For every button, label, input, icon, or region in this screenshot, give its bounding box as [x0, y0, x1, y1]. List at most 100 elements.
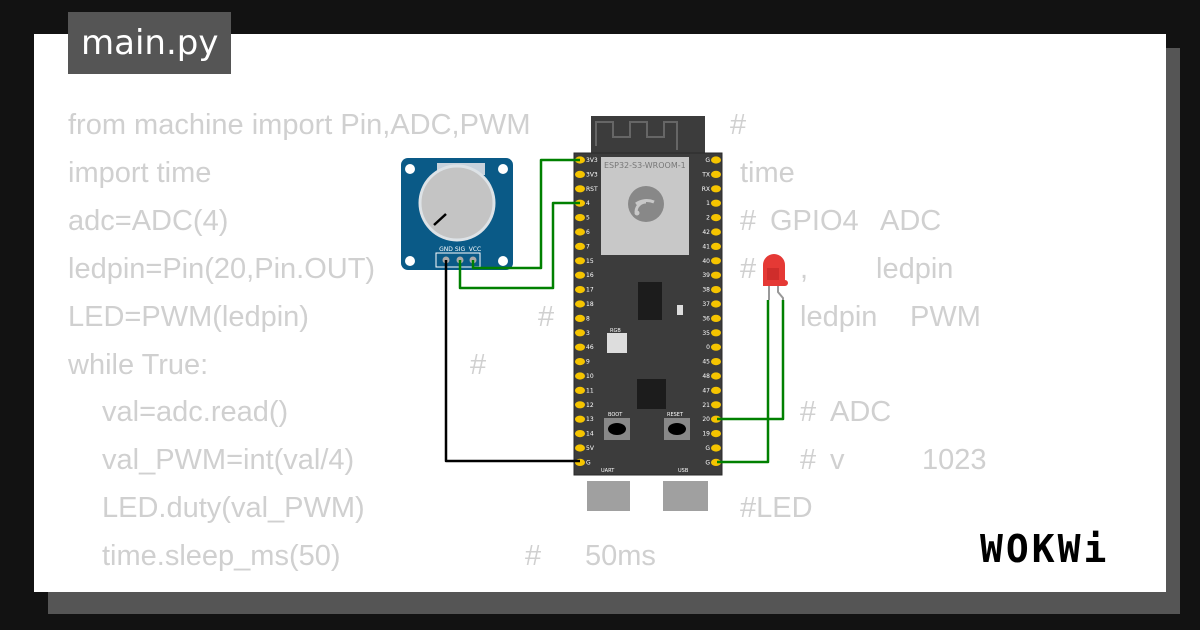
- pin-right[interactable]: [711, 444, 721, 452]
- pin-right[interactable]: [711, 415, 721, 423]
- pin-right[interactable]: [711, 242, 721, 250]
- pin-label: 2: [706, 215, 710, 222]
- pin-left[interactable]: [575, 228, 585, 236]
- pin-left[interactable]: [575, 185, 585, 193]
- pin-label: RX: [702, 186, 710, 193]
- espressif-logo-icon: [628, 186, 664, 222]
- code-text: while True:: [68, 349, 209, 381]
- pin-left[interactable]: [575, 358, 585, 366]
- pin-label: 10: [586, 373, 594, 380]
- module-label: ESP32-S3-WROOM-1: [604, 161, 686, 170]
- pin-right[interactable]: [711, 458, 721, 466]
- code-text: LED.duty(val_PWM): [102, 492, 365, 524]
- rgb-led: [607, 333, 627, 353]
- pot-pin-sig: SIG: [455, 246, 466, 253]
- pot-knob[interactable]: [418, 164, 496, 242]
- code-text: time.sleep_ms(50): [102, 540, 341, 572]
- code-comment: #LED: [740, 492, 813, 524]
- pin-label: 0: [706, 344, 710, 351]
- red-led[interactable]: [763, 254, 788, 300]
- code-text: import time: [68, 157, 212, 189]
- pin-left[interactable]: [575, 386, 585, 394]
- pin-label: 16: [586, 272, 594, 279]
- pin-left[interactable]: [575, 415, 585, 423]
- pin-label: 3: [586, 330, 590, 337]
- pin-right[interactable]: [711, 386, 721, 394]
- code-comment: ADC: [830, 396, 892, 428]
- pin-label: 19: [702, 431, 710, 438]
- wire-vcc-3v3[interactable]: [471, 158, 580, 270]
- pin-right[interactable]: [711, 271, 721, 279]
- wire-gpio20-led[interactable]: [717, 300, 785, 421]
- pin-left[interactable]: [575, 343, 585, 351]
- code-comment: #: [525, 540, 542, 572]
- pin-label: 4: [586, 200, 590, 207]
- wire-gnd-led[interactable]: [717, 300, 770, 464]
- pin-right[interactable]: [711, 372, 721, 380]
- pin-right[interactable]: [711, 300, 721, 308]
- code-line: ledpin=Pin(20,Pin.OUT) # , ledpin: [34, 245, 1166, 293]
- code-line: adc=ADC(4) # GPIO4 ADC: [34, 197, 1166, 245]
- pin-right[interactable]: [711, 343, 721, 351]
- pin-right[interactable]: [711, 199, 721, 207]
- code-line: val_PWM=int(val/4) # v 1023: [34, 436, 1166, 484]
- pin-right[interactable]: [711, 257, 721, 265]
- code-comment: ADC: [880, 205, 942, 237]
- code-text: LED=PWM(ledpin): [68, 301, 309, 333]
- pin-label: G: [586, 459, 591, 466]
- wire-sig-gpio4[interactable]: [458, 201, 580, 290]
- pin-left[interactable]: [575, 314, 585, 322]
- pin-right[interactable]: [711, 314, 721, 322]
- code-background: from machine import Pin,ADC,PWM # import…: [34, 34, 1166, 592]
- pin-right[interactable]: [711, 401, 721, 409]
- pin-left[interactable]: [575, 444, 585, 452]
- pin-label: 14: [586, 431, 594, 438]
- code-comment: 1023: [922, 444, 987, 476]
- pin-right[interactable]: [711, 170, 721, 178]
- pin-right[interactable]: [711, 430, 721, 438]
- pin-label: 3V3: [586, 157, 598, 164]
- code-comment: #: [538, 301, 555, 333]
- pin-right[interactable]: [711, 286, 721, 294]
- esp32-s3-board[interactable]: ESP32-S3-WROOM-1 RGB BOOT RESET UART USB…: [573, 116, 723, 511]
- code-text: from machine import Pin,ADC,PWM: [68, 109, 531, 141]
- pin-label: 38: [702, 287, 710, 294]
- pin-left[interactable]: [575, 271, 585, 279]
- code-text: ledpin=Pin(20,Pin.OUT): [68, 253, 376, 285]
- pin-left[interactable]: [575, 372, 585, 380]
- pin-label: 36: [702, 315, 710, 322]
- pin-left[interactable]: [575, 257, 585, 265]
- pin-left[interactable]: [575, 329, 585, 337]
- pin-left[interactable]: [575, 214, 585, 222]
- code-comment: PWM: [910, 301, 981, 333]
- code-comment: ledpin: [800, 301, 878, 333]
- code-comment: #: [470, 349, 487, 381]
- pin-left[interactable]: [575, 170, 585, 178]
- pin-label: 3V3: [586, 171, 598, 178]
- pin-left[interactable]: [575, 300, 585, 308]
- potentiometer[interactable]: GND SIG VCC: [401, 158, 513, 270]
- pin-label: TX: [701, 171, 710, 178]
- pin-right[interactable]: [711, 358, 721, 366]
- code-comment: ,: [800, 253, 809, 285]
- code-comment: #: [800, 444, 817, 476]
- pin-right[interactable]: [711, 228, 721, 236]
- uart-port: [587, 481, 630, 511]
- pin-left[interactable]: [575, 430, 585, 438]
- pin-label: 39: [702, 272, 710, 279]
- usb-port: [663, 481, 708, 511]
- pin-right[interactable]: [711, 185, 721, 193]
- wire-gnd[interactable]: [444, 260, 580, 463]
- code-text: val=adc.read(): [102, 396, 289, 428]
- pin-left[interactable]: [575, 401, 585, 409]
- pin-right[interactable]: [711, 214, 721, 222]
- code-line: LED.duty(val_PWM) #LED: [34, 484, 1166, 532]
- pot-pin-gnd: GND: [439, 246, 453, 253]
- pin-left[interactable]: [575, 242, 585, 250]
- pin-left[interactable]: [575, 286, 585, 294]
- pin-label: 5V: [586, 445, 595, 452]
- pin-right[interactable]: [711, 156, 721, 164]
- reset-label: RESET: [667, 412, 684, 418]
- pin-right[interactable]: [711, 329, 721, 337]
